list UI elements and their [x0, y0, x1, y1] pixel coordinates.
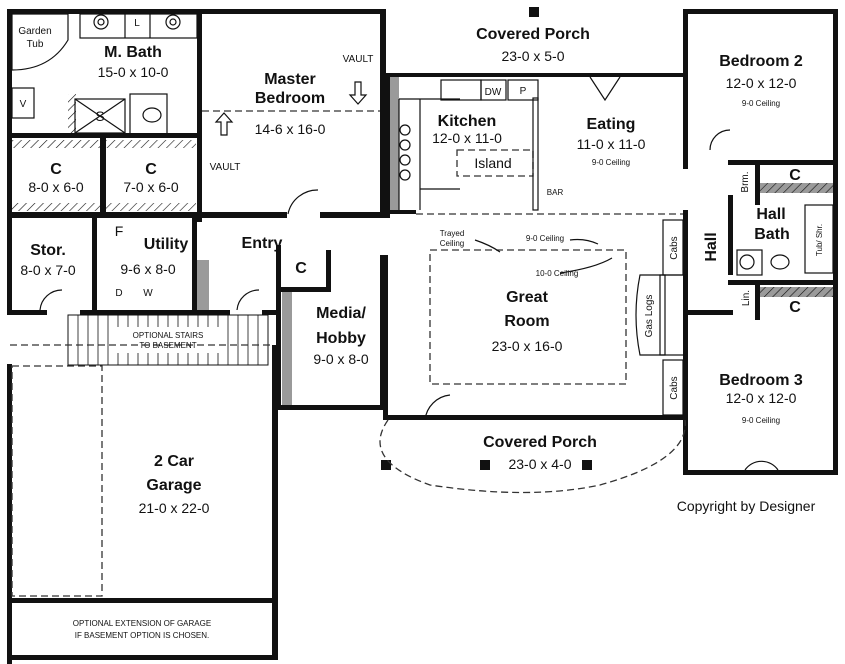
garage-name-2: Garage: [146, 477, 201, 494]
hall-bath-name-1: Hall: [756, 206, 785, 223]
copyright: Copyright by Designer: [677, 498, 816, 514]
brm-label: Brm.: [740, 171, 751, 192]
pantry-label: P: [520, 86, 527, 97]
bedroom-2-name: Bedroom 2: [719, 53, 803, 70]
utility-name: Utility: [144, 236, 189, 253]
trayed-ceiling-1: Trayed: [440, 229, 465, 238]
walls: [7, 7, 838, 664]
front-porch-name: Covered Porch: [483, 434, 597, 451]
master-bedroom-name-2: Bedroom: [255, 90, 325, 107]
stairs-note-1: OPTIONAL STAIRS: [133, 331, 204, 340]
utility-f-label: F: [115, 223, 124, 239]
closet-1-dims: 8-0 x 6-0: [28, 179, 83, 195]
eating-name: Eating: [587, 116, 636, 133]
great-room-dims: 23-0 x 16-0: [492, 338, 563, 354]
hall-name: Hall: [703, 232, 720, 261]
eating-dims: 11-0 x 11-0: [577, 136, 646, 152]
bedroom-3-ceiling: 9-0 Ceiling: [742, 416, 780, 425]
bar-label: BAR: [547, 188, 564, 197]
closet-1-name: C: [50, 161, 62, 178]
front-porch-dims: 23-0 x 4-0: [508, 456, 571, 472]
garage-dims: 21-0 x 22-0: [139, 500, 210, 516]
vault-lower: VAULT: [210, 162, 241, 173]
rear-porch-dims: 23-0 x 5-0: [501, 48, 564, 64]
m-bath-dims: 15-0 x 10-0: [98, 64, 169, 80]
garage-name-1: 2 Car: [154, 453, 194, 470]
great-room-name-2: Room: [504, 313, 549, 330]
bedroom-3-name: Bedroom 3: [719, 372, 803, 389]
garden-tub-label: Garden: [18, 26, 51, 37]
eating-ceiling: 9-0 Ceiling: [592, 158, 630, 167]
vault-upper: VAULT: [343, 54, 374, 65]
master-bedroom-dims: 14-6 x 16-0: [255, 121, 326, 137]
gas-logs: Gas Logs: [644, 295, 655, 338]
trayed-ceiling-2: Ceiling: [440, 239, 464, 248]
hall-closet-a: C: [789, 167, 801, 184]
kitchen-dims: 12-0 x 11-0: [432, 130, 502, 146]
entry-name: Entry: [242, 235, 283, 252]
utility-dims: 9-6 x 8-0: [120, 261, 175, 277]
utility-w-label: W: [143, 288, 153, 299]
garage-ext-note-2: IF BASEMENT OPTION IS CHOSEN.: [75, 631, 210, 640]
hall-closet-b: C: [789, 299, 801, 316]
hall-bath-name-2: Bath: [754, 226, 790, 243]
ceiling-9: 9-0 Ceiling: [526, 234, 564, 243]
master-bedroom-name-1: Master: [264, 71, 316, 88]
island-label: Island: [474, 155, 511, 171]
closet-2-name: C: [145, 161, 157, 178]
media-name-2: Hobby: [316, 330, 366, 347]
garage-ext-note-1: OPTIONAL EXTENSION OF GARAGE: [73, 619, 211, 628]
cabs-top: Cabs: [669, 236, 680, 259]
entry-closet-name: C: [295, 260, 307, 277]
rear-porch-name: Covered Porch: [476, 26, 590, 43]
fixtures: [10, 13, 834, 597]
great-room-name-1: Great: [506, 289, 548, 306]
cabs-bottom: Cabs: [669, 376, 680, 399]
media-dims: 9-0 x 8-0: [313, 351, 368, 367]
stor-name: Stor.: [30, 242, 66, 259]
dw-label: DW: [485, 87, 502, 98]
lin-label: Lin.: [741, 290, 752, 306]
bedroom-2-dims: 12-0 x 12-0: [726, 75, 797, 91]
kitchen-name: Kitchen: [438, 113, 497, 130]
tub-shr-label: Tub/ Shr.: [815, 224, 824, 256]
media-name-1: Media/: [316, 305, 366, 322]
lav-label: L: [134, 18, 140, 29]
ceiling-10: 10-0 Ceiling: [536, 269, 579, 278]
closet-2-dims: 7-0 x 6-0: [123, 179, 178, 195]
stairs-note-2: TO BASEMENT: [139, 341, 196, 350]
garden-tub-label-2: Tub: [27, 39, 44, 50]
m-bath-name: M. Bath: [104, 44, 162, 61]
vanity-label: V: [20, 99, 27, 110]
shower-label: S: [95, 108, 104, 124]
bedroom-2-ceiling: 9-0 Ceiling: [742, 99, 780, 108]
stor-dims: 8-0 x 7-0: [20, 262, 75, 278]
utility-d-label: D: [115, 288, 122, 299]
room-labels: Covered Porch 23-0 x 5-0 Garden Tub L M.…: [18, 18, 824, 640]
bedroom-3-dims: 12-0 x 12-0: [726, 390, 797, 406]
